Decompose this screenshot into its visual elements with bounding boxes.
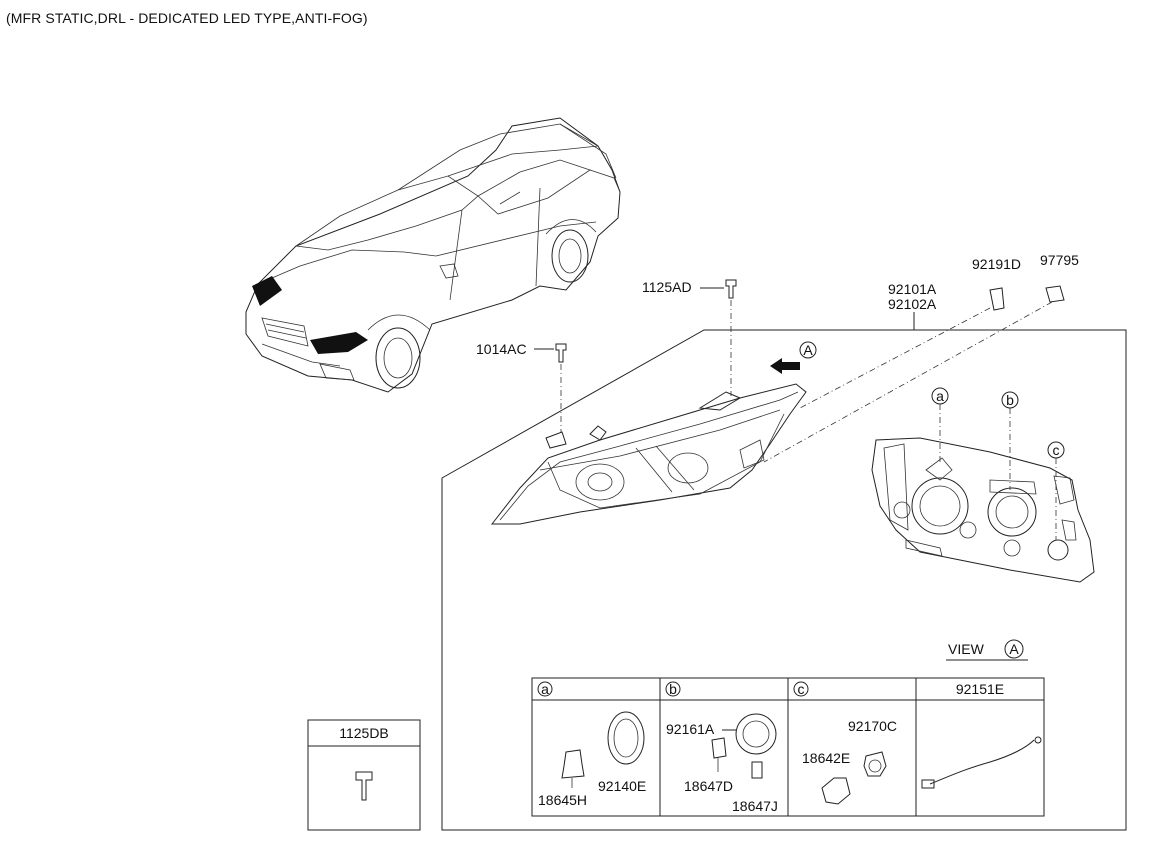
- svg-text:92170C: 92170C: [848, 718, 897, 734]
- svg-text:92101A: 92101A: [888, 281, 937, 297]
- svg-text:92161A: 92161A: [666, 721, 715, 737]
- part-92191D: 92191D: [799, 256, 1021, 409]
- svg-text:A: A: [803, 342, 813, 358]
- svg-text:a: a: [936, 388, 944, 404]
- view-callouts: a b c: [931, 387, 1065, 540]
- table-header-b: b: [669, 681, 677, 697]
- table-header-c: c: [798, 681, 805, 697]
- headlamp-rear-view: [871, 437, 1095, 583]
- part-1014AC: 1014AC: [476, 341, 567, 432]
- svg-text:97795: 97795: [1040, 252, 1079, 268]
- view-a-label: VIEW A: [946, 639, 1028, 661]
- table-cell-b: 92161A 18647D 18647J: [666, 713, 778, 814]
- part-92101A-92102A: 92101A 92102A: [888, 281, 937, 312]
- part-97795: 97795: [763, 252, 1079, 463]
- svg-text:92191D: 92191D: [972, 256, 1021, 272]
- svg-text:b: b: [1006, 392, 1014, 408]
- svg-text:A: A: [1009, 641, 1019, 657]
- svg-text:18647D: 18647D: [684, 778, 733, 794]
- svg-text:c: c: [1053, 442, 1060, 458]
- svg-text:92140E: 92140E: [598, 778, 646, 794]
- svg-text:1125AD: 1125AD: [642, 279, 692, 295]
- svg-text:92102A: 92102A: [888, 296, 937, 312]
- part-1125DB-box: 1125DB: [307, 719, 421, 831]
- diagram-caption: (MFR STATIC,DRL - DEDICATED LED TYPE,ANT…: [6, 10, 368, 26]
- svg-text:1125DB: 1125DB: [339, 725, 389, 741]
- table-header-a: a: [541, 681, 549, 697]
- svg-text:18647J: 18647J: [732, 798, 778, 814]
- table-cell-a: 18645H 92140E: [538, 711, 646, 808]
- svg-text:18642E: 18642E: [802, 750, 850, 766]
- part-1125AD: 1125AD: [642, 279, 737, 396]
- svg-text:VIEW: VIEW: [948, 641, 985, 657]
- headlamp-assembly: [490, 383, 807, 525]
- svg-text:18645H: 18645H: [538, 792, 587, 808]
- parts-table: a b c 92151E 18645H 92140E 92161A 18647D…: [531, 677, 1045, 817]
- table-cell-c: 92170C 18642E: [802, 718, 897, 805]
- vehicle-illustration: [245, 117, 621, 393]
- table-header-92151E: 92151E: [956, 681, 1004, 697]
- svg-text:1014AC: 1014AC: [476, 341, 527, 357]
- assembly-frame: [441, 329, 1127, 831]
- view-arrow: A: [770, 341, 817, 374]
- table-cell-92151E: [921, 736, 1042, 789]
